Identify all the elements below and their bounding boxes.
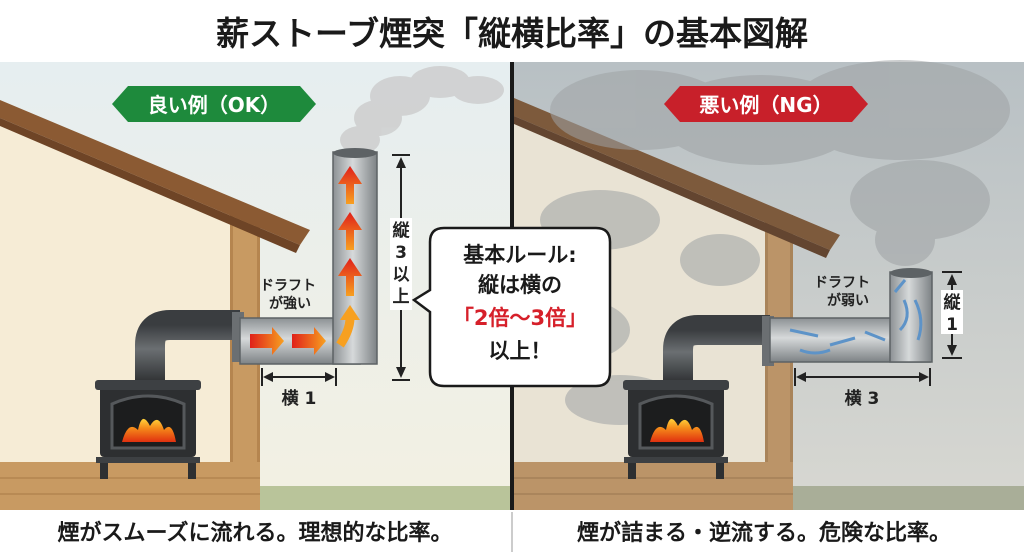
good-vertical-dimension: [392, 154, 410, 381]
bad-stove: [623, 380, 729, 479]
rule-bubble: 基本ルール: 縦は横の 「2倍〜3倍」 以上！: [411, 226, 612, 388]
panel-divider: [510, 62, 514, 510]
bad-vertical-char: 1: [946, 315, 958, 335]
good-stove: [95, 380, 201, 479]
bad-badge-text: 悪い例（NG）: [699, 93, 832, 117]
bad-vertical-char: 縦: [944, 292, 962, 313]
good-vertical-char: 上: [393, 287, 410, 307]
bad-badge: 悪い例（NG）: [664, 86, 868, 122]
bad-vertical-dimension: [942, 271, 962, 359]
rule-line3-highlight: 「2倍〜3倍」: [453, 306, 587, 330]
bad-caption: 煙が詰まる・逆流する。危険な比率。: [576, 521, 951, 546]
good-vertical-char: 縦: [393, 220, 411, 241]
good-panel: [0, 62, 510, 510]
good-horizontal-label: 横 1: [282, 388, 317, 409]
bad-smoke: [530, 60, 1010, 425]
bad-draft-arrows: [789, 279, 923, 355]
good-draft-arrows: [250, 166, 362, 355]
good-badge-text: 良い例（OK）: [148, 93, 281, 117]
good-badge: 良い例（OK）: [112, 86, 316, 122]
rule-line1: 基本ルール:: [463, 243, 576, 267]
bad-vertical-label: 縦1: [941, 290, 963, 335]
good-vertical-char: 以: [393, 265, 410, 285]
bad-draft-label-line1: ドラフト: [814, 275, 870, 291]
bad-horizontal-label: 横 3: [845, 388, 880, 409]
good-smoke: [340, 66, 504, 154]
good-draft-label-line1: ドラフト: [260, 278, 316, 294]
good-vertical-char: 3: [395, 243, 407, 263]
rule-line2: 縦は横の: [478, 273, 562, 297]
good-caption: 煙がスムーズに流れる。理想的な比率。: [57, 521, 453, 546]
page-title: 薪ストーブ煙突「縦横比率」の基本図解: [0, 0, 1024, 62]
bad-draft-label-line2: が弱い: [827, 292, 869, 309]
good-horizontal-dimension: [261, 368, 337, 386]
bad-panel: [514, 60, 1024, 510]
good-draft-label-line2: が強い: [269, 295, 311, 312]
rule-line4: 以上！: [489, 339, 552, 363]
bad-horizontal-dimension: [794, 368, 931, 386]
